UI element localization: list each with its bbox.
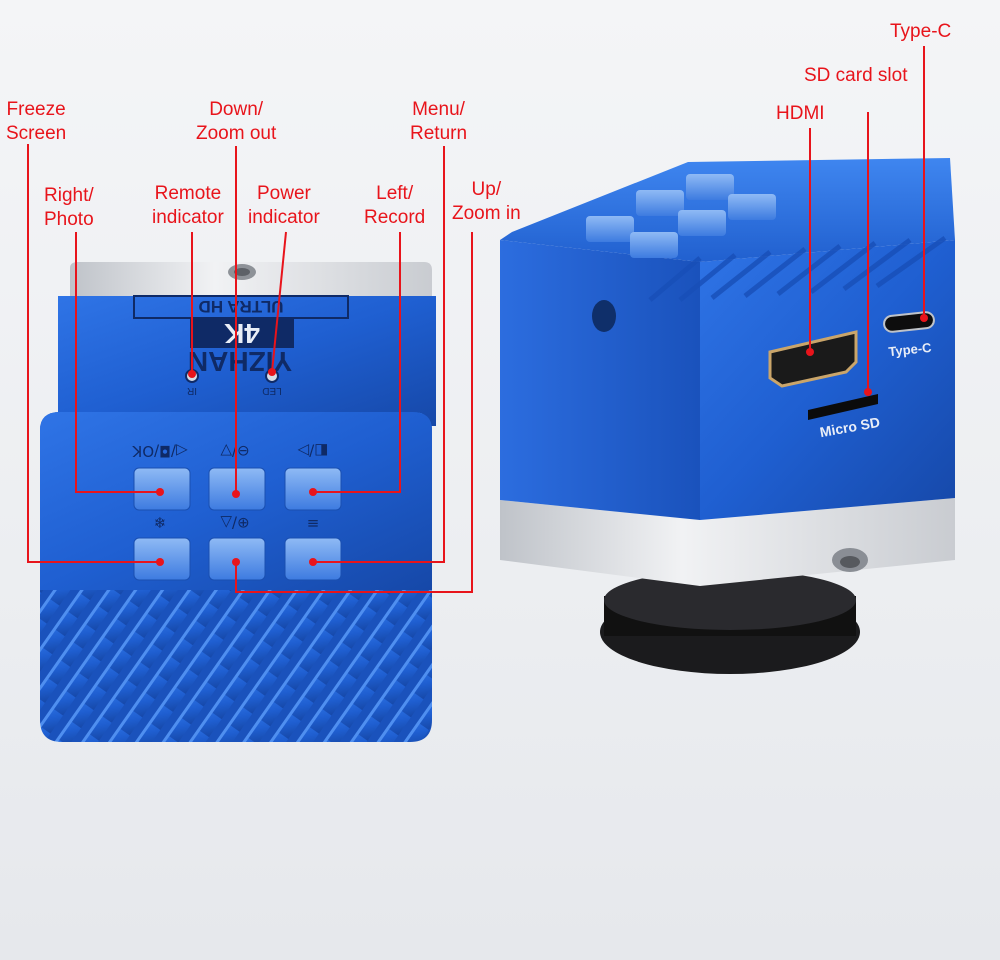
type-c-callout: Type-C (890, 21, 952, 42)
left-camera: ULTRA HD 4K YIZHAN IR LED ◁/◘/OK ⊖/▽ ◧/▷… (40, 262, 436, 742)
sd-card-slot-callout: SD card slot (804, 65, 908, 86)
hdmi-callout: HDMI (776, 103, 825, 124)
svg-text:⊖/▽: ⊖/▽ (220, 442, 250, 460)
top-button[interactable] (586, 216, 634, 242)
svg-text:◁/◘/OK: ◁/◘/OK (131, 442, 187, 460)
ultra-hd-marking: ULTRA HD (199, 297, 284, 316)
right-camera: Micro SD Type-C (500, 158, 955, 674)
right-photo-leader (75, 232, 160, 493)
svg-text:IR: IR (187, 385, 197, 396)
menu-return-callout: Menu/ Return (410, 99, 468, 144)
svg-text:❄: ❄ (154, 514, 167, 532)
down-zoom-out-callout: Down/ Zoom out (196, 99, 277, 144)
up-zoom-in-leader (235, 232, 473, 593)
left-camera-silver-cap (70, 262, 432, 300)
power-indicator-callout: Power indicator (248, 183, 320, 228)
right-camera-left-face (500, 240, 700, 520)
svg-text:◧/▷: ◧/▷ (297, 442, 328, 460)
remote-indicator-callout: Remote indicator (152, 183, 224, 228)
right-photo-callout: Right/ Photo (44, 185, 94, 230)
left-record-leader (313, 232, 401, 493)
freeze-screen-leader (27, 144, 160, 563)
callout-endpoints (156, 314, 928, 566)
4k-badge: 4K (224, 318, 260, 349)
svg-text:LED: LED (262, 385, 281, 396)
side-mount-hole-icon (592, 300, 616, 332)
left-record-callout: Left/ Record (364, 183, 426, 228)
freeze-screen-callout: Freeze Screen (6, 99, 67, 144)
hdmi-port-icon (768, 330, 858, 388)
menu-return-leader (313, 146, 445, 563)
type-c-port-label: Type-C (888, 340, 933, 359)
svg-text:⊕/△: ⊕/△ (220, 514, 250, 532)
up-zoom-in-callout: Up/ Zoom in (452, 179, 521, 224)
right-camera-right-face (700, 240, 955, 520)
micro-sd-slot-icon (808, 394, 878, 420)
power-indicator-leader (271, 231, 287, 373)
svg-text:≡: ≡ (307, 514, 320, 532)
callout-lines (27, 46, 925, 593)
